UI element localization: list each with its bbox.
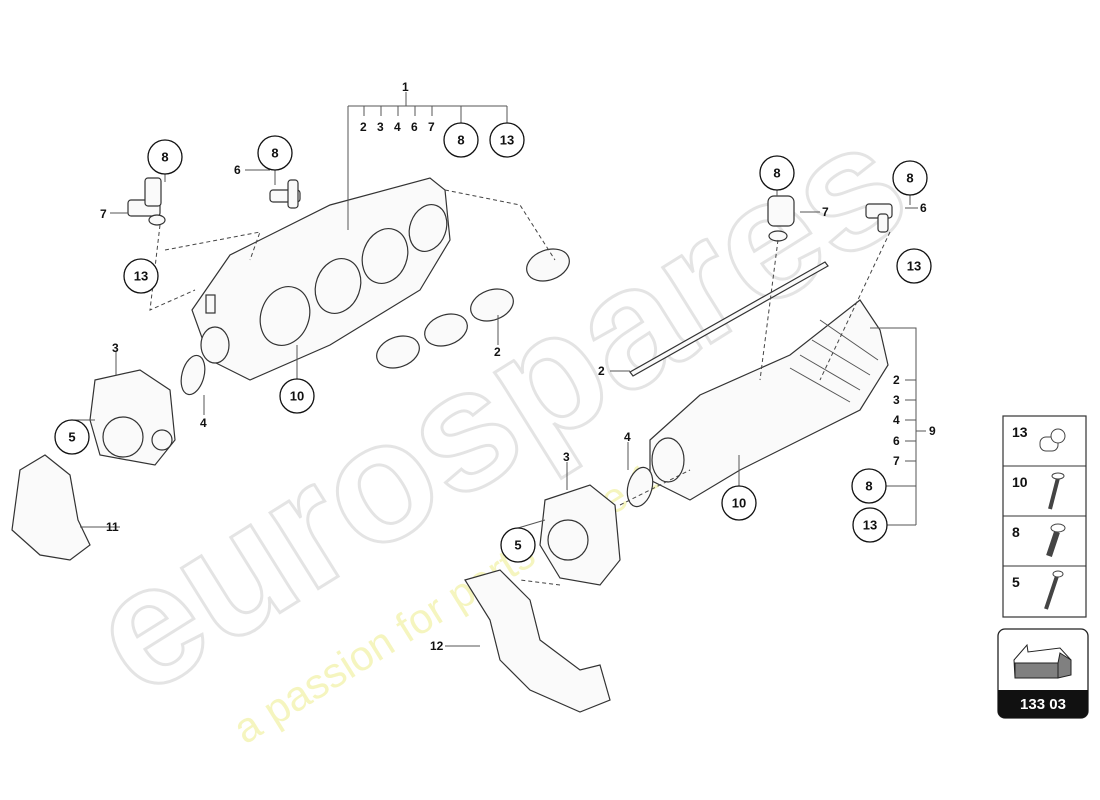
svg-text:10: 10 xyxy=(290,389,304,404)
label-6: 6 xyxy=(411,120,418,134)
callout-5: 5 xyxy=(500,527,536,563)
label-7: 7 xyxy=(893,454,900,468)
sensor-6-left[interactable] xyxy=(269,179,301,209)
clip-icon xyxy=(1039,428,1066,452)
callout-5: 5 xyxy=(54,419,90,455)
gasket-strip-right[interactable] xyxy=(629,261,829,377)
plain-labels: 1 2 3 4 6 7 7 6 3 4 2 11 2 4 3 7 6 12 2 … xyxy=(100,80,936,653)
leader-lines xyxy=(72,92,926,647)
svg-text:13: 13 xyxy=(134,269,148,284)
callout-13: 13 xyxy=(852,507,888,543)
callout-10: 10 xyxy=(279,378,315,414)
legend-number: 8 xyxy=(1012,524,1020,540)
label-7: 7 xyxy=(100,207,107,221)
label-6: 6 xyxy=(893,434,900,448)
legend-number: 5 xyxy=(1012,574,1020,590)
page-code: 133 03 xyxy=(1020,696,1066,713)
sensor-6-right[interactable] xyxy=(865,203,893,233)
label-3: 3 xyxy=(112,341,119,355)
legend-number: 10 xyxy=(1012,474,1028,490)
label-2: 2 xyxy=(598,364,605,378)
svg-text:10: 10 xyxy=(732,496,746,511)
label-3: 3 xyxy=(377,120,384,134)
callout-8: 8 xyxy=(257,135,293,171)
label-9: 9 xyxy=(929,424,936,438)
callout-13: 13 xyxy=(896,248,932,284)
air-duct-12[interactable] xyxy=(464,569,611,713)
callout-8: 8 xyxy=(851,468,887,504)
gasket-left[interactable] xyxy=(372,243,574,373)
svg-text:8: 8 xyxy=(271,146,278,161)
callout-8: 8 xyxy=(892,160,928,196)
bolt-icon xyxy=(1044,570,1064,610)
circled-callouts: 8 13 8 8 13 10 5 8 8 13 10 5 8 13 xyxy=(54,122,932,563)
label-4: 4 xyxy=(624,430,631,444)
label-3: 3 xyxy=(893,393,900,407)
label-2: 2 xyxy=(360,120,367,134)
callout-8: 8 xyxy=(443,122,479,158)
intake-manifold-right[interactable] xyxy=(649,299,889,501)
svg-text:8: 8 xyxy=(906,171,913,186)
label-2: 2 xyxy=(494,345,501,359)
callout-10: 10 xyxy=(721,485,757,521)
svg-text:8: 8 xyxy=(161,150,168,165)
svg-text:8: 8 xyxy=(457,133,464,148)
svg-text:13: 13 xyxy=(863,518,877,533)
callout-8: 8 xyxy=(147,139,183,175)
callout-13: 13 xyxy=(489,122,525,158)
sensor-7-left[interactable] xyxy=(127,177,166,226)
callout-13: 13 xyxy=(123,258,159,294)
svg-text:8: 8 xyxy=(865,479,872,494)
label-2: 2 xyxy=(893,373,900,387)
label-6: 6 xyxy=(234,163,241,177)
label-1: 1 xyxy=(402,80,409,94)
label-11: 11 xyxy=(106,520,119,534)
direction-arrow-icon xyxy=(1013,643,1072,679)
label-4: 4 xyxy=(394,120,401,134)
callout-8: 8 xyxy=(759,155,795,191)
intake-manifold-left[interactable] xyxy=(191,177,453,381)
sensor-7-right[interactable] xyxy=(767,195,795,242)
throttle-body-left[interactable] xyxy=(89,369,176,466)
label-12: 12 xyxy=(430,639,444,653)
flange-bolt-icon xyxy=(1046,523,1066,557)
svg-text:5: 5 xyxy=(68,430,75,445)
o-ring-right[interactable] xyxy=(623,465,657,510)
label-4: 4 xyxy=(200,416,207,430)
fastener-legend: 13 10 8 5 xyxy=(1002,415,1087,618)
legend-number: 13 xyxy=(1012,424,1028,440)
label-4: 4 xyxy=(893,413,900,427)
svg-text:13: 13 xyxy=(500,133,514,148)
label-7: 7 xyxy=(822,205,829,219)
o-ring-left[interactable] xyxy=(177,353,209,397)
svg-text:5: 5 xyxy=(514,538,521,553)
long-bolt-icon xyxy=(1048,472,1065,510)
svg-text:13: 13 xyxy=(907,259,921,274)
svg-text:8: 8 xyxy=(773,166,780,181)
page-code-badge: 133 03 xyxy=(997,628,1089,719)
label-6: 6 xyxy=(920,201,927,215)
label-3: 3 xyxy=(563,450,570,464)
air-duct-11[interactable] xyxy=(11,454,91,561)
throttle-body-right[interactable] xyxy=(539,484,621,586)
label-7: 7 xyxy=(428,120,435,134)
